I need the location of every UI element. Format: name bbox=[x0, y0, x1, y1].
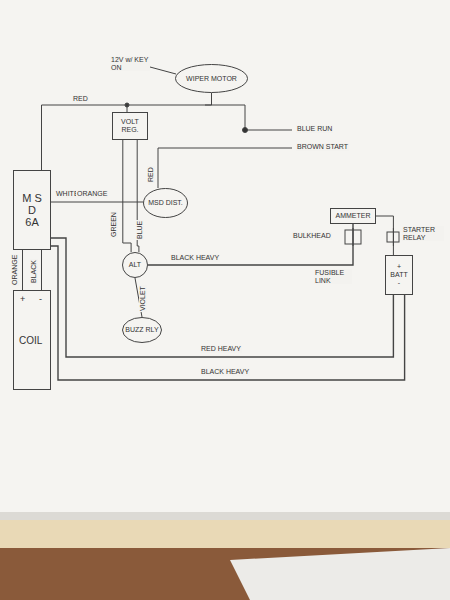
wire bbox=[22, 250, 23, 290]
wire-label: RED bbox=[72, 95, 89, 103]
wire bbox=[123, 140, 131, 252]
wire-color-label: GREEN bbox=[110, 211, 118, 238]
alternator: ALT bbox=[122, 252, 148, 278]
wire-label: BLUE RUN bbox=[296, 125, 333, 133]
wire-color-label: RED bbox=[147, 166, 155, 183]
brown-start-wire bbox=[158, 148, 292, 188]
wire bbox=[148, 224, 353, 265]
wire-label: ORANGE bbox=[76, 190, 108, 198]
distributor: MSD DIST. bbox=[143, 188, 188, 218]
wire-label: 12V w/ KEY ON bbox=[110, 56, 150, 71]
node-text: BUZZ RLY bbox=[125, 326, 158, 334]
battery: +BATT- bbox=[385, 255, 413, 295]
wire bbox=[376, 216, 393, 255]
node-text: BATT bbox=[390, 271, 407, 279]
wire bbox=[51, 246, 405, 380]
wire-label: RED HEAVY bbox=[200, 345, 242, 353]
wire-label: BLACK HEAVY bbox=[200, 368, 250, 376]
wire-label: BULKHEAD bbox=[292, 232, 332, 240]
voltage-regulator: VOLT REG. bbox=[112, 112, 148, 140]
node-text: WIPER MOTOR bbox=[186, 75, 237, 83]
wire-color-label: BLACK bbox=[30, 259, 38, 284]
node-text: + bbox=[20, 295, 25, 305]
wire-label: FUSIBLE LINK bbox=[314, 269, 352, 284]
loose-paper bbox=[230, 548, 450, 600]
node-text: COIL bbox=[19, 335, 42, 346]
paper-sheet bbox=[0, 0, 450, 515]
wire-color-label: ORANGE bbox=[11, 254, 19, 286]
wire-label: BROWN START bbox=[296, 143, 349, 151]
folder-edge bbox=[0, 520, 450, 548]
wire-color-label: VIOLET bbox=[139, 285, 147, 312]
node-text: M S D 6A bbox=[21, 192, 43, 228]
coil: + - COIL bbox=[13, 290, 51, 390]
wire bbox=[51, 202, 143, 203]
node-text: ALT bbox=[129, 261, 141, 269]
blue-run-wire bbox=[205, 105, 292, 130]
ignition-box: M S D 6A bbox=[13, 170, 51, 250]
junction-dot bbox=[243, 128, 248, 133]
node-text: - bbox=[398, 279, 400, 287]
node-text: VOLT REG. bbox=[112, 118, 148, 133]
wire bbox=[41, 250, 42, 290]
node-text: - bbox=[39, 295, 42, 305]
node-text: AMMETER bbox=[336, 212, 371, 220]
wire-label: STARTER RELAY bbox=[402, 226, 444, 241]
wire bbox=[42, 93, 212, 170]
paper-edge bbox=[0, 512, 450, 520]
ammeter: AMMETER bbox=[330, 208, 376, 224]
wiper-motor: WIPER MOTOR bbox=[175, 64, 248, 93]
wire bbox=[51, 238, 393, 357]
node-text: + bbox=[397, 263, 401, 271]
wire-color-label: BLUE bbox=[136, 220, 144, 240]
wire-label: BLACK HEAVY bbox=[170, 254, 220, 262]
buzzer-relay: BUZZ RLY bbox=[122, 317, 162, 343]
wood-table bbox=[0, 548, 450, 600]
node-text: MSD DIST. bbox=[148, 199, 183, 207]
leader-line bbox=[150, 67, 176, 74]
